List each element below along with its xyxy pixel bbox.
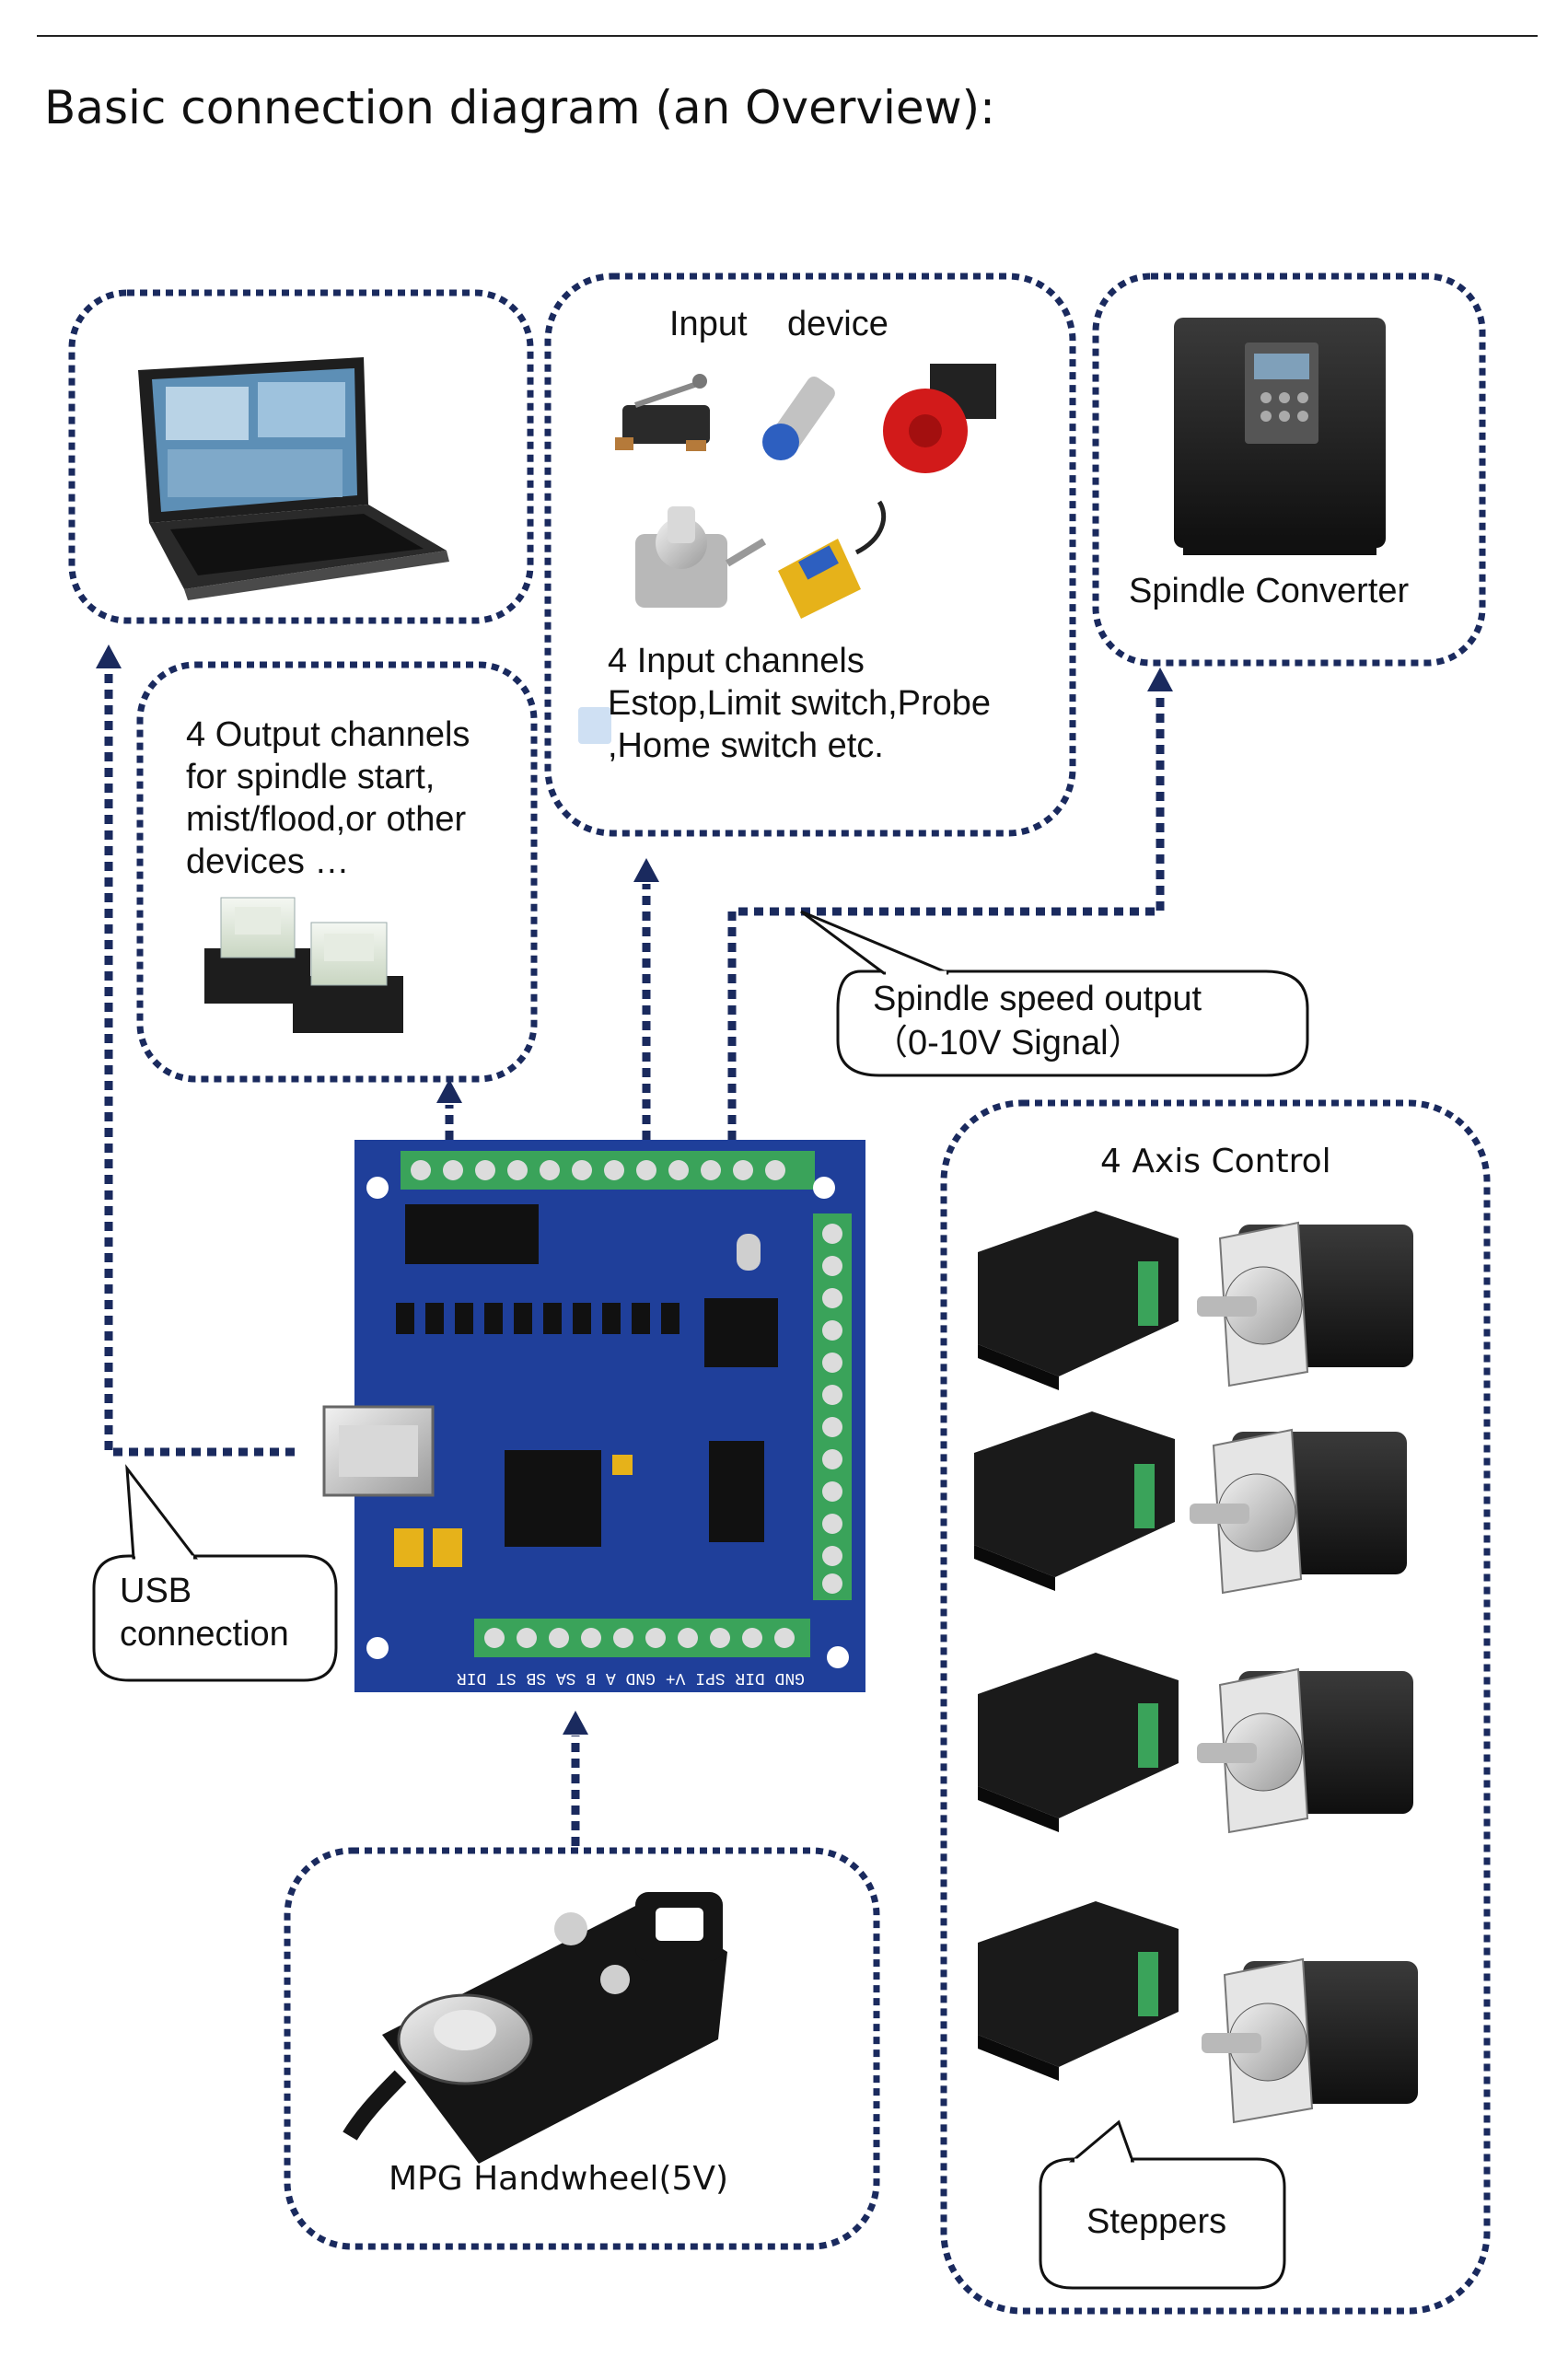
input-caption-line2: Estop,Limit switch,Probe <box>608 684 992 723</box>
relay-image-2 <box>293 922 403 1033</box>
arrow-to-board-from-mpg <box>563 1711 588 1735</box>
usb-callout-tail <box>125 1464 199 1560</box>
spindle-converter-caption: Spindle Converter <box>1129 572 1410 610</box>
steppers-callout-tail <box>1068 2119 1135 2163</box>
estop-button-image <box>883 364 996 473</box>
axis-control-group-border <box>940 1099 1491 2315</box>
controller-board: GND DIR SPI V+ GND A B SA SB ST DIR <box>322 1140 865 1692</box>
output-channels-caption: 4 Output channels for spindle start, mis… <box>186 715 470 881</box>
stepper-driver-3 <box>978 1653 1179 1832</box>
input-device-group-border <box>544 273 1076 837</box>
top-rule <box>37 35 1538 37</box>
input-header-left: Input <box>669 305 748 343</box>
input-header-right: device <box>787 305 889 343</box>
usb-callout-line1: USB <box>120 1572 192 1610</box>
board-bottom-pin-labels: GND DIR SPI V+ GND A B SA SB ST DIR <box>457 1668 805 1687</box>
spindle-speed-callout-line1: Spindle speed output <box>873 980 1202 1018</box>
relay-image-1 <box>204 897 310 1004</box>
steppers-callout-bubble <box>1039 2157 1286 2290</box>
mpg-group-border <box>284 1847 880 2250</box>
input-caption-line3: ,Home switch etc. <box>608 726 884 765</box>
stepper-driver-2 <box>974 1411 1175 1591</box>
stepper-motor-4 <box>1202 1957 1418 2124</box>
spindle-callout-tail <box>800 910 949 975</box>
stepper-driver-1 <box>978 1211 1179 1390</box>
arrow-to-spindle <box>1147 668 1173 691</box>
steppers-callout-label: Steppers <box>1086 2202 1227 2241</box>
translate-badge-icon <box>578 707 611 744</box>
arrow-to-outputs <box>436 1079 462 1103</box>
stepper-motor-1 <box>1197 1221 1413 1387</box>
proximity-sensor-blue-image <box>762 376 835 460</box>
spindle-converter-image <box>1174 318 1386 555</box>
usb-link-line <box>104 663 295 1457</box>
laptop-image <box>138 357 449 600</box>
spindle-speed-callout-bubble <box>836 970 1309 1077</box>
usb-callout-line2: connection <box>120 1615 289 1654</box>
usb-callout-bubble <box>92 1554 338 1682</box>
output-channels-group-border <box>136 661 538 1083</box>
limit-switch-image <box>615 374 710 451</box>
page-title: Basic connection diagram (an Overview): <box>44 81 995 134</box>
spindle-link-line <box>727 691 1165 1140</box>
laptop-group-border <box>68 289 534 624</box>
stepper-motor-2 <box>1190 1428 1407 1595</box>
axis-control-caption: 4 Axis Control <box>1100 1143 1331 1180</box>
arrow-to-inputs <box>633 858 659 882</box>
spindle-speed-callout-line2: （0-10V Signal） <box>873 1024 1144 1062</box>
stepper-driver-4 <box>978 1901 1179 2081</box>
arrow-to-laptop <box>96 644 122 668</box>
mpg-handwheel-image <box>343 1892 727 2164</box>
spindle-converter-group-border <box>1092 273 1486 667</box>
proximity-sensor-yellow-image <box>778 500 887 619</box>
probe-image <box>635 506 767 608</box>
stepper-motor-3 <box>1197 1667 1413 1834</box>
mpg-caption: MPG Handwheel(5V) <box>389 2160 729 2198</box>
input-caption-line1: 4 Input channels <box>608 642 865 680</box>
